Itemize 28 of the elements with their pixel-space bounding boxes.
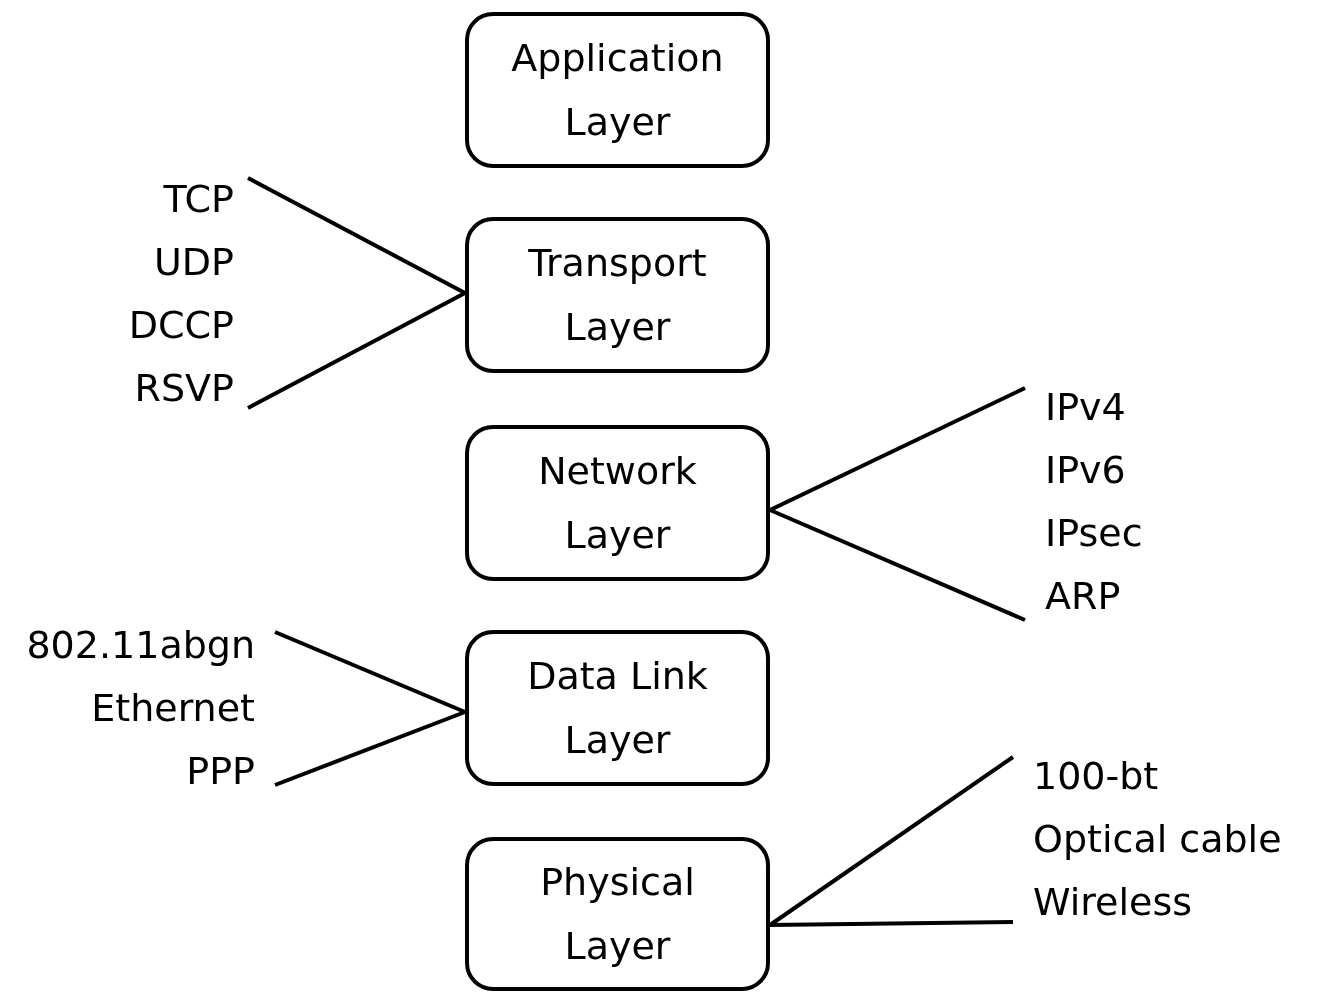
protocol-label: RSVP — [134, 365, 234, 412]
protocol-label: IPv6 — [1045, 447, 1126, 494]
protocol-label: Wireless — [1033, 879, 1192, 926]
bracket-connector — [273, 630, 467, 787]
layer-label: Application Layer — [510, 35, 725, 146]
protocol-label: IPv4 — [1045, 384, 1126, 431]
layer-box — [465, 425, 770, 581]
protocol-label: DCCP — [128, 302, 234, 349]
protocol-label: Ethernet — [91, 685, 255, 732]
protocol-label: IPsec — [1045, 510, 1143, 557]
layer-label: Transport Layer — [527, 240, 708, 351]
layer-box — [465, 12, 770, 168]
layer-label: Data Link Layer — [526, 653, 709, 764]
protocol-label: UDP — [154, 239, 234, 286]
protocol-label: ARP — [1045, 573, 1121, 620]
bracket-connector — [768, 755, 1015, 927]
protocol-label: PPP — [186, 748, 255, 795]
layer-label: Physical Layer — [539, 859, 696, 970]
layer-box — [465, 217, 770, 373]
protocol-label: Optical cable — [1033, 816, 1282, 863]
layer-box — [465, 630, 770, 786]
protocol-label: 802.11abgn — [26, 622, 255, 669]
protocol-label: 100-bt — [1033, 753, 1159, 800]
layer-box — [465, 837, 770, 991]
layer-label: Network Layer — [537, 448, 698, 559]
protocol-label: TCP — [163, 176, 234, 223]
bracket-connector — [768, 386, 1027, 622]
bracket-connector — [246, 176, 467, 410]
